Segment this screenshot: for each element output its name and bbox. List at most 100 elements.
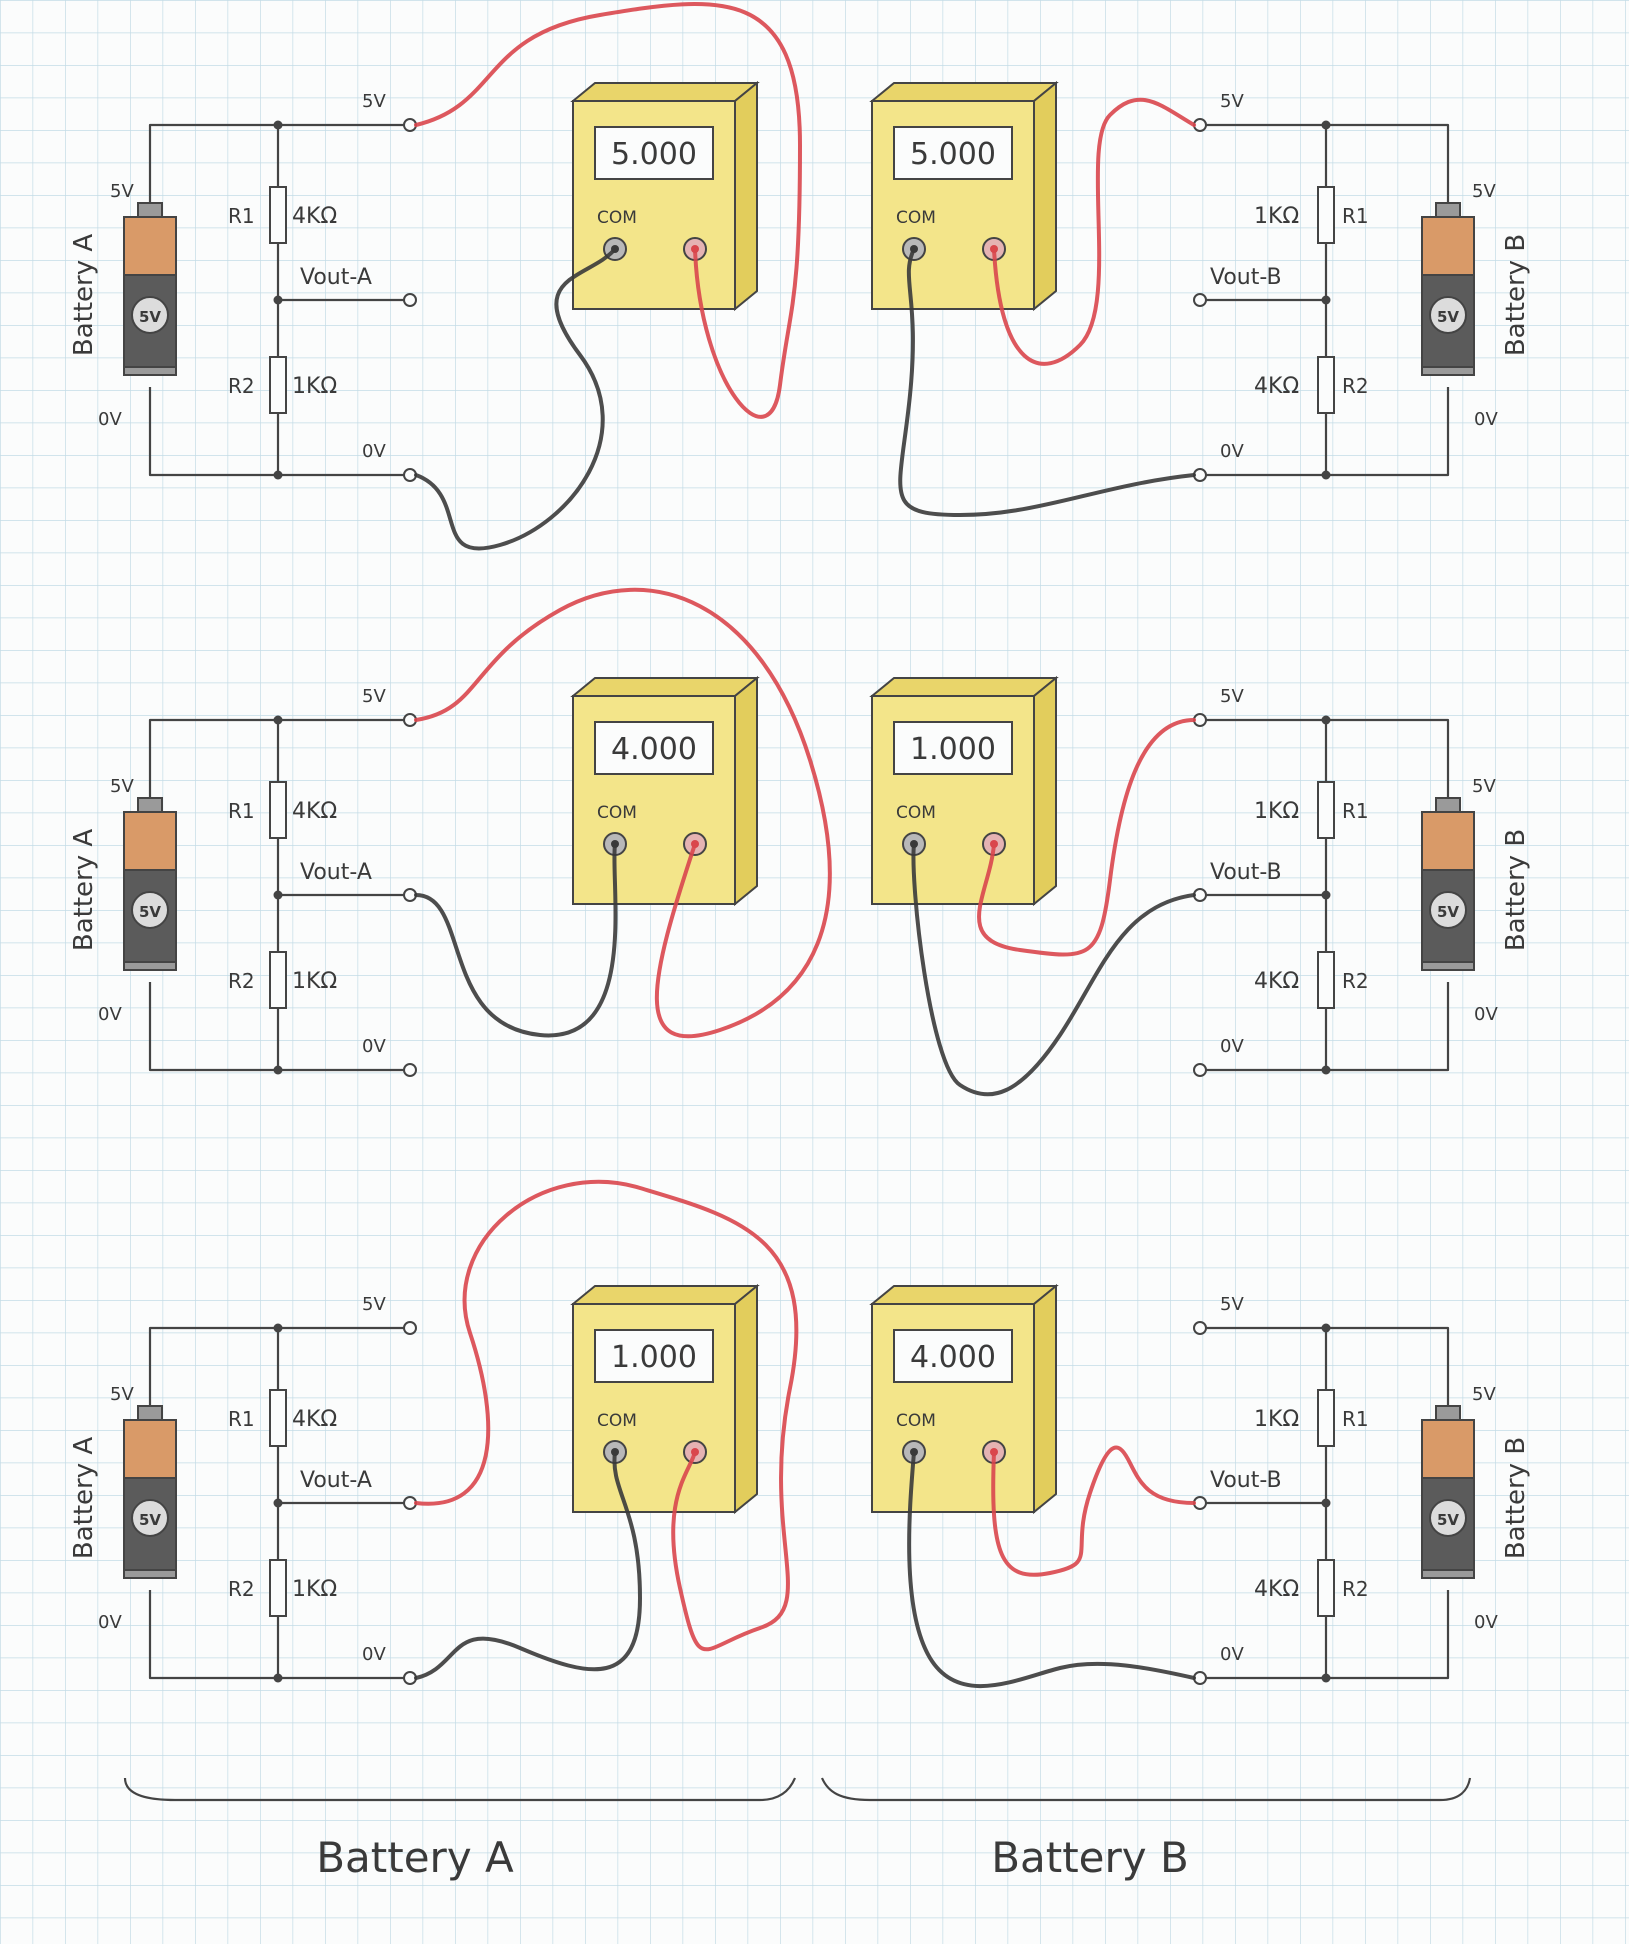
black-lead [414, 247, 617, 551]
junction-dot [273, 1498, 283, 1508]
brace-battery-b [820, 1777, 1472, 1802]
battery-copper-band [123, 216, 177, 276]
meter-display [594, 721, 714, 775]
black-lead [898, 247, 1196, 517]
battery-cell-label: 5V [139, 308, 161, 326]
battery-cell-badge [131, 296, 169, 334]
junction-dot [273, 715, 283, 725]
battery-plus-label: 5V [110, 776, 134, 797]
red-lead [414, 1179, 799, 1652]
r1-label: R1 [228, 204, 255, 228]
junction-dot [1321, 295, 1331, 305]
battery-b-label: Battery B [1501, 829, 1531, 951]
junction-dot [1321, 715, 1331, 725]
supply-0v-label: 0V [362, 1036, 386, 1057]
r1-label: R1 [228, 799, 255, 823]
r2-label: R2 [1342, 969, 1369, 993]
supply-0v-label: 0V [1220, 1644, 1244, 1665]
battery-cell-label: 5V [1437, 903, 1459, 921]
junction-dot [1321, 120, 1331, 130]
top-rail [148, 718, 410, 798]
meter-top [570, 1285, 760, 1305]
r2-value: 1KΩ [292, 374, 337, 399]
battery-cell-label: 5V [139, 903, 161, 921]
vout-b-label: Vout-B [1210, 265, 1282, 290]
meter-side [734, 80, 758, 312]
battery-cell-label: 5V [1437, 308, 1459, 326]
battery-minus-label: 0V [98, 1612, 122, 1633]
meter-display [893, 721, 1013, 775]
battery-b-label: Battery B [1501, 234, 1531, 356]
meter-top [869, 1285, 1059, 1305]
battery-base [1421, 961, 1475, 971]
r1-value: 1KΩ [1254, 1407, 1299, 1432]
resistor [269, 1389, 287, 1447]
terminal [403, 293, 417, 307]
top-rail [148, 1326, 410, 1406]
battery-cap [137, 797, 163, 813]
bottom-rail [148, 387, 410, 477]
battery-cell-badge [1429, 1499, 1467, 1537]
r2-label: R2 [228, 1577, 255, 1601]
supply-0v-label: 0V [362, 441, 386, 462]
bottom-rail [148, 1590, 410, 1680]
meter-side [1033, 675, 1057, 907]
resistor [1317, 781, 1335, 839]
supply-5v-label: 5V [362, 91, 386, 112]
battery-cell-label: 5V [1437, 1511, 1459, 1529]
meter-reading: 5.000 [910, 137, 996, 172]
battery-b: 5V [1421, 202, 1475, 376]
meter-com-label: COM [597, 1411, 637, 1431]
battery-base [1421, 1569, 1475, 1579]
resistor [269, 781, 287, 839]
black-lead [907, 1450, 1196, 1688]
battery-cell-badge [1429, 296, 1467, 334]
terminal [1193, 1063, 1207, 1077]
r1-value: 1KΩ [1254, 204, 1299, 229]
battery-copper-band [123, 811, 177, 871]
battery-base [123, 1569, 177, 1579]
vout-a-label: Vout-A [300, 1468, 372, 1493]
caption-battery-a: Battery A [316, 1833, 514, 1882]
resistor [269, 951, 287, 1009]
battery-a: 5V [123, 1405, 177, 1579]
r2-label: R2 [1342, 1577, 1369, 1601]
battery-a: 5V [123, 202, 177, 376]
meter-display [893, 126, 1013, 180]
battery-copper-band [1421, 811, 1475, 871]
resistor [1317, 951, 1335, 1009]
junction-dot [273, 890, 283, 900]
r1-value: 1KΩ [1254, 799, 1299, 824]
meter-side [1033, 1283, 1057, 1515]
terminal [403, 1063, 417, 1077]
bottom-rail [148, 982, 410, 1072]
top-rail [148, 123, 410, 203]
meter-display [594, 126, 714, 180]
battery-copper-band [1421, 216, 1475, 276]
meter-side [734, 1283, 758, 1515]
red-lead [414, 587, 832, 1039]
battery-b: 5V [1421, 797, 1475, 971]
meter-reading: 4.000 [611, 732, 697, 767]
junction-dot [1321, 1323, 1331, 1333]
top-rail [1200, 718, 1450, 798]
bottom-rail [1200, 1590, 1450, 1680]
r2-value: 4KΩ [1254, 969, 1299, 994]
resistor [269, 356, 287, 414]
supply-5v-label: 5V [1220, 1294, 1244, 1315]
r1-label: R1 [1342, 799, 1369, 823]
red-lead [992, 97, 1196, 366]
battery-plus-label: 5V [1472, 1384, 1496, 1405]
resistor [1317, 356, 1335, 414]
meter-top [570, 82, 760, 102]
battery-plus-label: 5V [1472, 181, 1496, 202]
